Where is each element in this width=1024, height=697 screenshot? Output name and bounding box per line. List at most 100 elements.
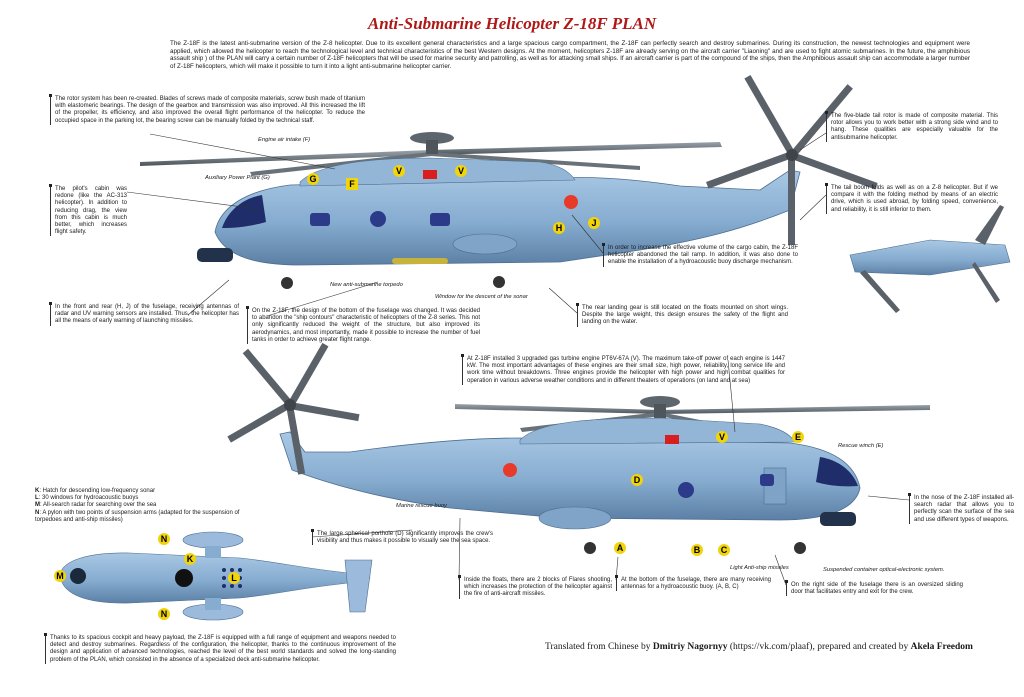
svg-text:E: E	[795, 432, 801, 442]
marker-n: N	[158, 608, 170, 620]
marker-h: H	[553, 222, 565, 234]
helicopter-side-view-right	[227, 342, 930, 554]
note-rotor: The rotor system has been re-created. Bl…	[49, 94, 365, 125]
marker-v: V	[393, 165, 405, 177]
main-rotor-blade	[660, 405, 930, 414]
note-radar: In the nose of the Z-18F installed all-s…	[908, 493, 1014, 524]
intro-text: The Z-18F is the latest anti-submarine v…	[170, 40, 970, 70]
marker-d: D	[631, 474, 643, 486]
label-rescue-buoy: Marine rescue buoy	[396, 503, 447, 509]
main-rotor-blade	[250, 152, 432, 176]
legend: K: Hatch for descending low-frequency so…	[35, 488, 240, 524]
marker-j: J	[588, 217, 600, 229]
svg-text:N: N	[161, 609, 168, 619]
wheel	[281, 277, 293, 289]
marker-v: V	[716, 431, 728, 443]
cabin-window	[310, 213, 330, 226]
svg-text:H: H	[556, 223, 563, 233]
note-tail-boom: The tail boom folds as well as on a Z-8 …	[825, 183, 998, 214]
wheel	[493, 276, 505, 288]
marker-k: K	[184, 553, 196, 565]
main-rotor-blade	[430, 142, 722, 155]
marker-v: V	[455, 165, 467, 177]
cabin-window	[760, 474, 774, 486]
label-container: Suspended container optical-electronic s…	[823, 567, 945, 573]
torpedo	[392, 258, 448, 264]
legend-item: N: A pylon with two points of suspension…	[35, 509, 240, 523]
note-landing-gear: The rear landing gear is still located o…	[576, 303, 788, 327]
marker-g: G	[307, 173, 319, 185]
svg-text:K: K	[187, 554, 194, 564]
credit-line: Translated from Chinese by Dmitriy Nagor…	[545, 642, 973, 652]
helicopter-side-view-left	[140, 75, 878, 289]
marker-c: C	[718, 544, 730, 556]
roundel	[564, 195, 578, 209]
legend-item: K: Hatch for descending low-frequency so…	[35, 488, 156, 494]
marker-a: A	[614, 542, 626, 554]
note-tail-rotor: The five-blade tail rotor is made of com…	[825, 111, 998, 142]
cockpit-window	[222, 195, 266, 228]
label-rescue-winch: Rescue winch (E)	[838, 443, 884, 449]
porthole	[678, 482, 694, 498]
note-antennas: In the front and rear (H, J) of the fuse…	[49, 302, 239, 326]
marker-l: L	[228, 572, 240, 584]
note-sliding-door: On the right side of the fuselage there …	[785, 580, 963, 597]
label-apu: Auxiliary Power Plant (G)	[205, 175, 270, 181]
rotor-hub	[410, 132, 454, 144]
legend-item: L: 30 windows for hydroacoustic buoys	[35, 495, 139, 502]
wheel	[794, 542, 806, 554]
rotor-hub	[640, 396, 680, 408]
label-light-missiles: Light Anti-ship missiles	[730, 565, 789, 571]
fuselage	[279, 431, 861, 521]
flag	[423, 170, 437, 179]
label-torpedo: New anti-submarine torpedo	[330, 282, 403, 288]
note-engines: At Z-18F installed 3 upgraded gas turbin…	[461, 354, 785, 385]
svg-text:D: D	[634, 475, 641, 485]
svg-text:J: J	[591, 218, 596, 228]
marker-b: B	[691, 544, 703, 556]
svg-text:V: V	[458, 166, 464, 176]
helicopter-plan-view	[59, 531, 373, 621]
note-cabin: The pilot's cabin was redone (like the A…	[49, 184, 127, 237]
sonar-hatch	[175, 569, 193, 587]
wheel	[584, 542, 596, 554]
main-rotor-blade	[430, 152, 640, 170]
tail-rotor	[706, 75, 878, 245]
tail-rotor	[227, 342, 360, 475]
svg-text:A: A	[617, 543, 624, 553]
marker-f: F	[346, 178, 358, 190]
radar-dome	[70, 568, 86, 584]
flag	[665, 435, 679, 444]
note-cargo: In order to increase the effective volum…	[602, 243, 798, 267]
legend-item: M: All-search radar for searching over t…	[35, 502, 157, 509]
porthole	[370, 211, 386, 227]
marker-n: N	[158, 533, 170, 545]
marker-m: M	[54, 570, 66, 582]
svg-text:L: L	[231, 573, 237, 583]
note-flares: Inside the floats, there are 2 blocks of…	[458, 575, 612, 599]
main-rotor-blade	[455, 404, 660, 414]
note-payload: Thanks to its spacious cockpit and heavy…	[44, 633, 396, 664]
label-sonar-window: Window for the descent of the sonar	[435, 294, 528, 300]
page-title: Anti-Submarine Helicopter Z-18F PLAN	[367, 14, 657, 33]
cockpit-window	[816, 457, 858, 487]
note-porthole: The large spherical porthole (D) signifi…	[311, 529, 493, 546]
label-air-intake: Engine air intake (F)	[258, 137, 311, 143]
svg-text:M: M	[56, 571, 64, 581]
main-rotor-blade	[140, 150, 430, 166]
marker-e: E	[792, 431, 804, 443]
svg-text:V: V	[396, 166, 402, 176]
svg-text:V: V	[719, 432, 725, 442]
float	[452, 233, 518, 255]
markers: G F V V H J V E D A B C N N K M L	[54, 165, 804, 620]
float	[538, 506, 612, 530]
svg-text:F: F	[349, 179, 355, 189]
folded-tail-inset	[849, 205, 1011, 313]
cabin-window	[430, 213, 450, 226]
roundel	[503, 463, 517, 477]
svg-text:N: N	[161, 534, 168, 544]
svg-text:B: B	[694, 545, 701, 555]
svg-text:C: C	[721, 545, 728, 555]
note-bottom-antennas: At the bottom of the fuselage, there are…	[615, 575, 771, 592]
